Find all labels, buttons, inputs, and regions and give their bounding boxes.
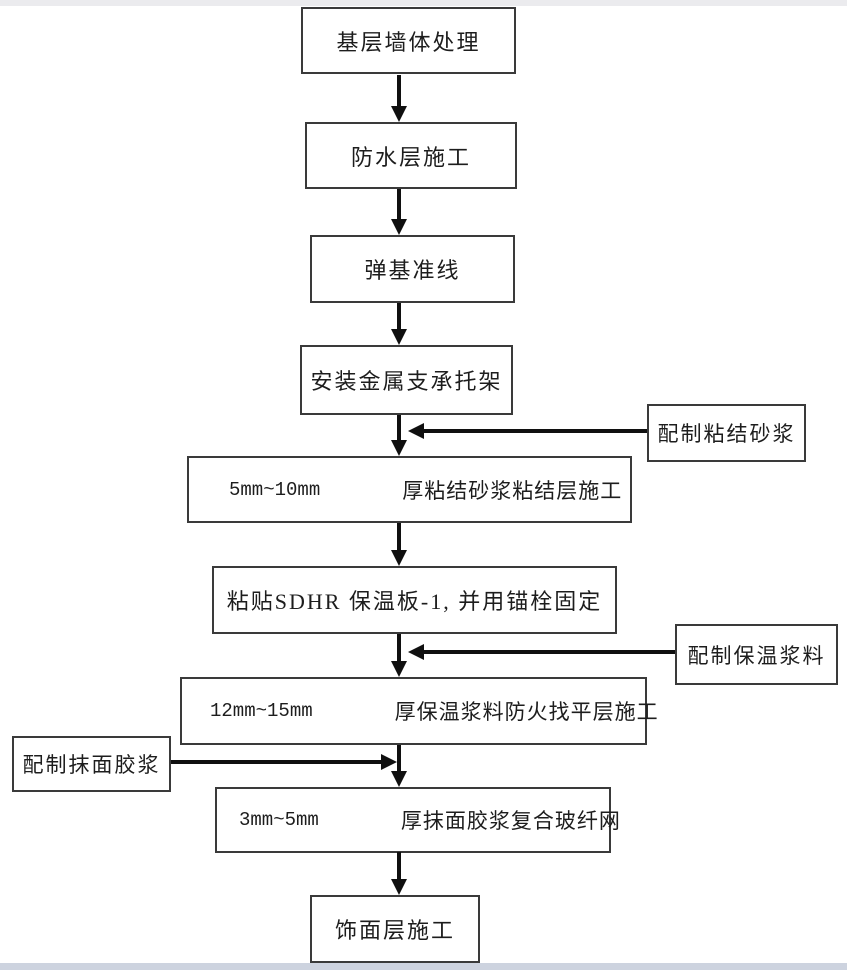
scan-edge-bottom bbox=[0, 963, 847, 970]
arrow-down-4 bbox=[391, 415, 407, 456]
arrow-down-2 bbox=[391, 189, 407, 235]
arrow-down-8 bbox=[391, 852, 407, 895]
step-label: 厚粘结砂浆粘结层施工 bbox=[402, 478, 623, 503]
arrow-down-7 bbox=[391, 745, 407, 787]
step-label: 防水层施工 bbox=[350, 144, 471, 170]
input-prepare-finishing-adhesive: 配制抹面胶浆 bbox=[12, 736, 171, 792]
arrow-down-5 bbox=[391, 523, 407, 566]
step-label: 基层墙体处理 bbox=[336, 29, 481, 55]
step-snap-datum-line: 弹基准线 bbox=[310, 235, 515, 303]
thickness-range: 3mm~5mm bbox=[239, 809, 319, 831]
step-label: 粘贴SDHR 保温板-1, 并用锚栓固定 bbox=[226, 589, 603, 614]
arrow-from-bonding-mortar bbox=[408, 423, 647, 439]
step-insulation-slurry-leveling-layer: 12mm~15mm 厚保温浆料防火找平层施工 bbox=[180, 677, 658, 745]
step-label: 弹基准线 bbox=[364, 258, 461, 283]
step-base-wall-treatment: 基层墙体处理 bbox=[301, 7, 516, 74]
step-label: 厚抹面胶浆复合玻纤网 bbox=[400, 809, 621, 833]
side-input-label: 配制粘结砂浆 bbox=[657, 422, 796, 446]
step-label: 厚保温浆料防火找平层施工 bbox=[394, 700, 659, 724]
side-input-label: 配制抹面胶浆 bbox=[22, 753, 161, 777]
arrow-from-insulation-slurry bbox=[408, 644, 675, 660]
step-waterproof-layer: 防水层施工 bbox=[305, 122, 517, 189]
scan-edge-top bbox=[0, 0, 847, 6]
arrow-down-3 bbox=[391, 303, 407, 345]
arrow-down-1 bbox=[391, 75, 407, 122]
step-adhesive-fiberglass-mesh-layer: 3mm~5mm 厚抹面胶浆复合玻纤网 bbox=[215, 787, 620, 853]
input-prepare-insulation-slurry: 配制保温浆料 bbox=[675, 624, 838, 685]
step-install-metal-bracket: 安装金属支承托架 bbox=[300, 345, 513, 415]
step-label: 安装金属支承托架 bbox=[310, 369, 503, 394]
thickness-range: 5mm~10mm bbox=[229, 478, 321, 501]
thickness-range: 12mm~15mm bbox=[210, 700, 313, 722]
input-prepare-bonding-mortar: 配制粘结砂浆 bbox=[647, 404, 806, 462]
arrow-from-finishing-adhesive bbox=[171, 754, 397, 770]
side-input-label: 配制保温浆料 bbox=[687, 643, 826, 668]
step-label: 饰面层施工 bbox=[334, 918, 455, 943]
step-finish-layer: 饰面层施工 bbox=[310, 895, 480, 963]
step-paste-insulation-board: 粘贴SDHR 保温板-1, 并用锚栓固定 bbox=[212, 566, 617, 634]
step-bonding-mortar-layer: 5mm~10mm 厚粘结砂浆粘结层施工 bbox=[187, 456, 632, 523]
arrow-down-6 bbox=[391, 634, 407, 677]
